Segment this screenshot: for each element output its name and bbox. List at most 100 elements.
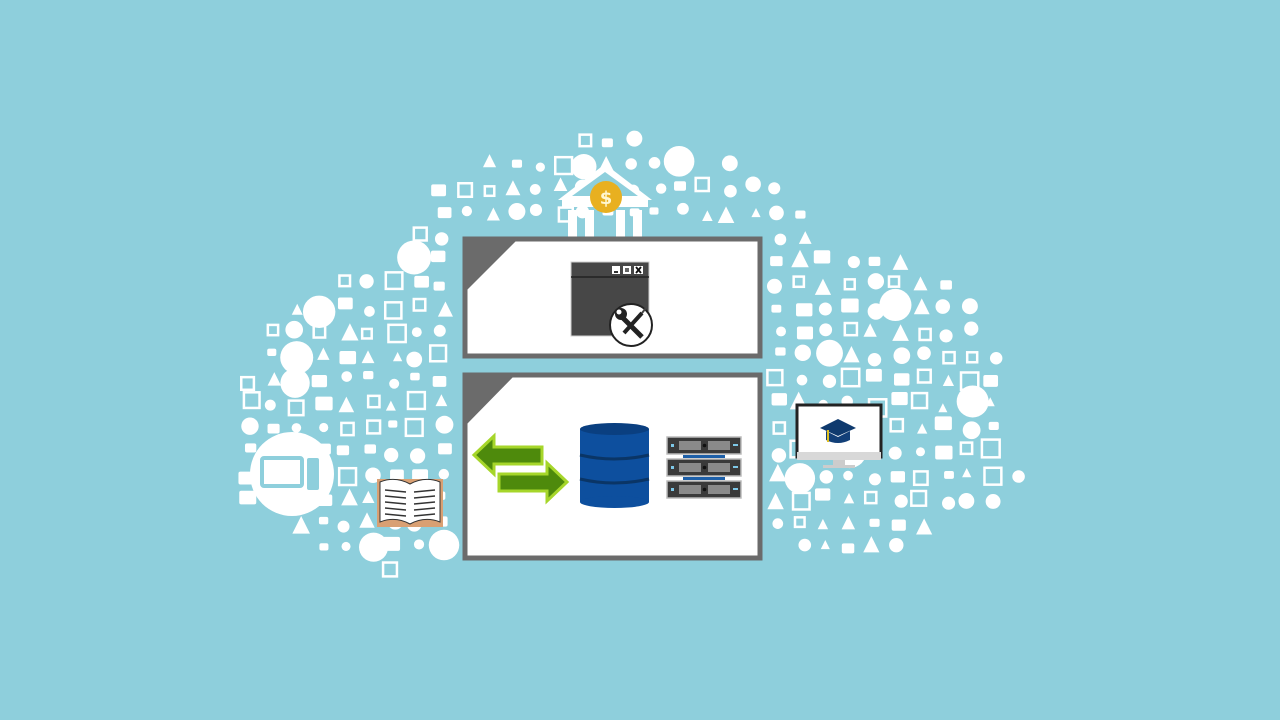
lock-icon (239, 490, 257, 505)
gear-icon (626, 130, 643, 147)
headset-icon (433, 324, 446, 337)
trash-icon (482, 154, 497, 168)
camera-icon (390, 469, 404, 481)
star-icon (431, 184, 447, 197)
trash-icon (338, 396, 355, 413)
dollar-icon (529, 184, 541, 195)
wifi-icon (888, 446, 902, 460)
bank-icon (578, 133, 593, 148)
gear-icon (486, 207, 500, 221)
bell-icon (267, 423, 280, 434)
edit-icon (341, 323, 359, 341)
chat-icon (677, 202, 689, 215)
headset-icon (942, 496, 956, 510)
camera-icon (965, 351, 979, 364)
server-rack-icon (666, 436, 742, 499)
computer-icon (745, 176, 761, 193)
dollar-coin-icon (590, 181, 622, 213)
home-icon (819, 323, 833, 337)
clock-icon (890, 471, 906, 483)
briefcase-icon (364, 306, 375, 317)
clock-icon (457, 181, 474, 199)
search-icon (267, 348, 277, 356)
coffee-icon (319, 543, 329, 551)
wifi-icon (366, 419, 382, 435)
camera-icon (553, 155, 574, 176)
book-icon (772, 421, 787, 435)
star-icon (291, 303, 303, 315)
book-icon (980, 438, 1001, 459)
bank-icon (816, 339, 843, 367)
star-icon (751, 207, 761, 218)
clock-icon (364, 444, 377, 454)
lock-icon (291, 423, 302, 433)
coffee-icon (404, 417, 424, 438)
home-icon (702, 210, 713, 221)
gear-icon (428, 529, 460, 561)
music-icon (918, 327, 932, 342)
download-icon (360, 327, 373, 340)
download-icon (385, 400, 396, 411)
book-icon (892, 254, 909, 270)
search-icon (774, 233, 787, 246)
download-icon (841, 543, 855, 554)
bell-icon (1012, 470, 1025, 483)
printer-icon (776, 326, 786, 337)
gear-icon (315, 396, 333, 411)
puzzle-icon (435, 394, 448, 407)
umbrella-icon (813, 250, 831, 264)
globe-icon (359, 274, 374, 289)
edit-icon (820, 539, 830, 550)
gear-icon (384, 271, 404, 291)
umbrella-icon (916, 518, 933, 535)
computer-icon (775, 347, 786, 356)
book-icon (359, 532, 389, 562)
computer-icon (435, 415, 454, 434)
pin-icon (770, 256, 783, 267)
search-icon (412, 297, 427, 312)
pin-icon (655, 183, 667, 194)
lock-icon (817, 518, 829, 530)
headset-icon (771, 393, 788, 406)
camera-icon (863, 536, 880, 553)
envelope-icon (717, 206, 735, 224)
check-icon (796, 303, 813, 317)
bank-icon: $ (558, 164, 652, 240)
music-icon (938, 403, 948, 413)
headset-icon (843, 278, 856, 291)
chat-icon (796, 326, 814, 340)
printer-icon (649, 207, 659, 215)
bell-icon (798, 231, 812, 244)
gear-icon (285, 320, 304, 339)
envelope-icon (318, 516, 329, 525)
coffee-icon (935, 445, 953, 460)
puzzle-icon (571, 153, 597, 180)
education-monitor-icon (795, 403, 883, 468)
data-transfer-arrows-icon (471, 432, 570, 505)
lock-icon (397, 240, 432, 275)
music-icon (795, 210, 806, 219)
music-icon (384, 447, 399, 463)
download-icon (365, 467, 381, 484)
printer-icon (769, 463, 787, 482)
book-icon (768, 182, 781, 195)
star-icon (336, 445, 350, 456)
edit-icon (337, 466, 358, 487)
wifi-icon (392, 352, 403, 362)
puzzle-icon (814, 278, 832, 295)
bank-icon (437, 207, 452, 219)
globe-icon (287, 399, 305, 417)
edit-icon (433, 281, 445, 291)
server-unit (666, 436, 742, 455)
bell-icon (280, 341, 314, 375)
bell-icon (437, 301, 453, 317)
home-icon (913, 276, 928, 291)
pin-icon (894, 373, 910, 386)
camera-icon (387, 323, 407, 344)
coffee-icon (362, 490, 375, 504)
edit-icon (529, 203, 543, 217)
computer-icon (868, 256, 881, 267)
chat-icon (648, 157, 661, 169)
clock-icon (302, 295, 336, 328)
